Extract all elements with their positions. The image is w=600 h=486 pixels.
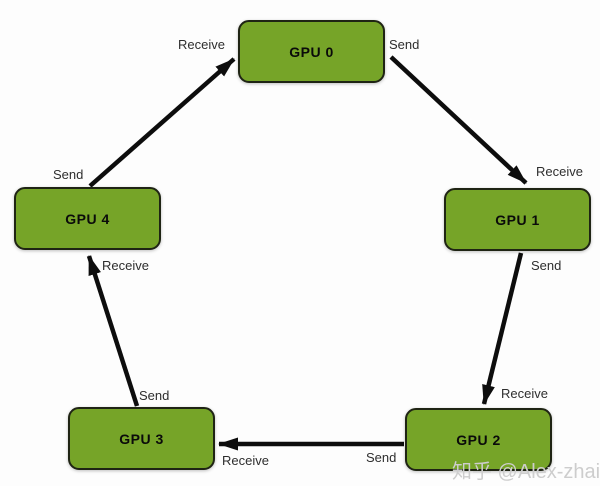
arrow-gpu3-to-gpu4 (86, 255, 140, 407)
arrow-gpu1-to-gpu2 (481, 252, 524, 405)
node-gpu4: GPU 4 (14, 187, 161, 250)
node-gpu0-label: GPU 0 (289, 43, 334, 60)
edge-label-send-gpu4-gpu0: Send (53, 167, 84, 182)
edge-label-send-gpu1-gpu2: Send (531, 258, 562, 273)
node-gpu3-label: GPU 3 (119, 430, 164, 447)
node-gpu2-label: GPU 2 (456, 431, 501, 448)
edge-label-receive-gpu1-gpu2: Receive (501, 386, 548, 401)
edge-label-send-gpu3-gpu4: Send (139, 388, 170, 403)
node-gpu3: GPU 3 (68, 407, 215, 470)
edge-label-receive-gpu4-gpu0: Receive (178, 37, 225, 52)
edge-label-receive-gpu2-gpu3: Receive (222, 453, 269, 468)
node-gpu0: GPU 0 (238, 20, 385, 83)
arrow-gpu0-to-gpu1 (389, 55, 528, 185)
node-gpu1: GPU 1 (444, 188, 591, 251)
node-gpu1-label: GPU 1 (495, 211, 540, 228)
edge-label-send-gpu0-gpu1: Send (389, 37, 420, 52)
node-gpu2: GPU 2 (405, 408, 552, 471)
edge-label-receive-gpu3-gpu4: Receive (102, 258, 149, 273)
edge-label-send-gpu2-gpu3: Send (366, 450, 397, 465)
node-gpu4-label: GPU 4 (65, 210, 110, 227)
arrow-gpu4-to-gpu0 (88, 57, 236, 188)
edge-label-receive-gpu0-gpu1: Receive (536, 164, 583, 179)
watermark-text: 知乎 @Alex-zhai (452, 461, 600, 483)
